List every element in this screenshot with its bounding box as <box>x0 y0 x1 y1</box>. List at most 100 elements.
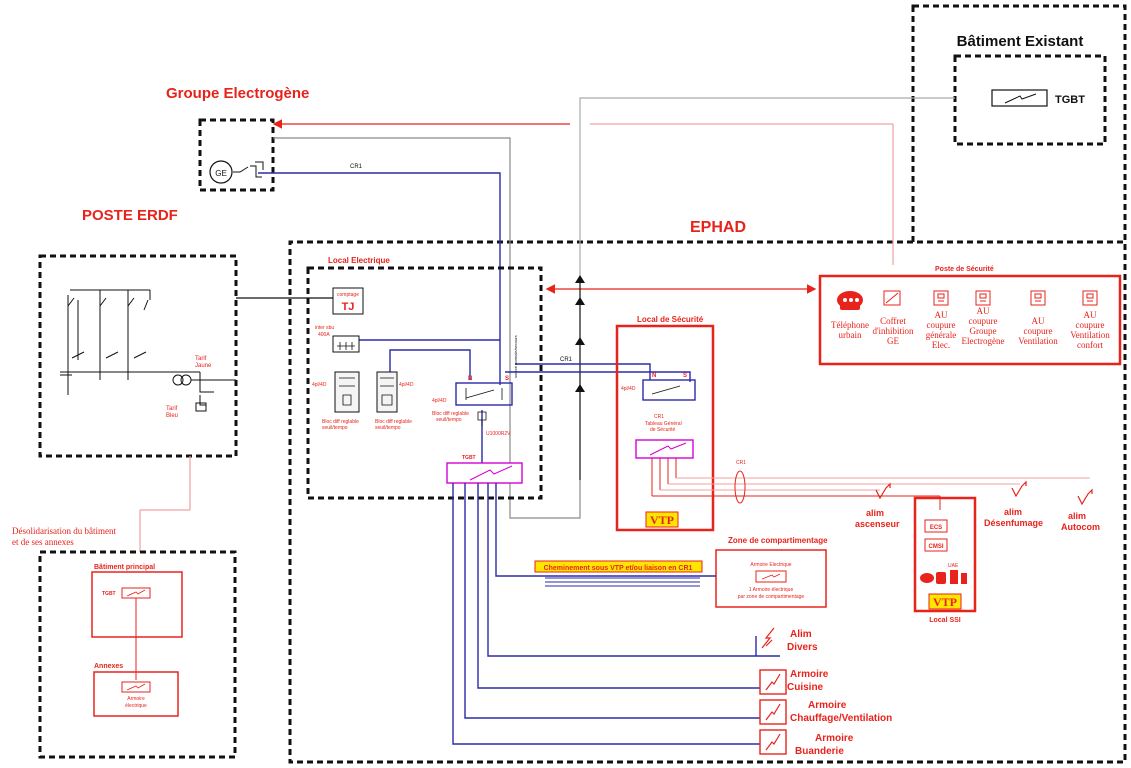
desenfumage-label-1: alim <box>1004 507 1022 517</box>
poste-item-5-l3: Ventilation <box>1070 330 1110 340</box>
erdf-box <box>38 254 238 458</box>
generator-ge-label: GE <box>215 169 227 178</box>
ecs-label: ECS <box>930 525 942 531</box>
poste-item-5-l1: AU <box>1084 310 1097 320</box>
desolidarisation-label-1: Désolidarisation du bâtiment <box>12 526 116 536</box>
gray-link-existing <box>579 97 955 278</box>
local-electrique-box <box>306 266 543 500</box>
bloc-3-label-a: Bloc diff reglable <box>432 411 469 417</box>
poste-item-0-l1: Téléphone <box>831 320 869 330</box>
cuisine-label-2: Cuisine <box>787 682 824 693</box>
poste-item-3-l3: Groupe <box>970 326 997 336</box>
existing-tgbt-label: TGBT <box>1055 94 1085 106</box>
desenfumage-switch-icon <box>1011 480 1027 498</box>
bloc-1-label-b: seuil/tempo <box>322 425 348 431</box>
coffret-icon <box>883 290 901 306</box>
cheminement-lines <box>545 577 700 587</box>
poste-item-4-l3: Ventilation <box>1018 336 1058 346</box>
existing-tgbt-switch-icon <box>1004 93 1037 104</box>
tj-label: TJ <box>342 301 355 313</box>
bloc-diff-2-icon <box>380 377 394 406</box>
arrow-up-icon-4 <box>575 384 585 392</box>
bp-tgbt-switch-icon <box>126 589 146 597</box>
zone-armoire-switch-icon <box>761 573 781 580</box>
existing-zone-border <box>911 4 1127 244</box>
ascenseur-label-1: alim <box>866 508 884 518</box>
poste-item-4-l2: coupure <box>1024 326 1053 336</box>
local-ssi-box <box>913 496 977 613</box>
tgbt-switch-icon <box>469 465 513 481</box>
autocom-switch-icon <box>1077 488 1093 506</box>
local-ssi-title: Local SSI <box>929 617 961 624</box>
buanderie-cabinet <box>759 729 787 755</box>
inter-label-2: 400A <box>318 332 330 338</box>
erdf-switchgear-icon <box>60 289 236 412</box>
tgbt-title-label: TGBT <box>462 455 476 461</box>
poste-item-1-l1: Coffret <box>880 316 906 326</box>
blue-cr1-to-security <box>515 363 651 380</box>
local-securite-box <box>615 324 715 532</box>
ascenseur-label-2: ascenseur <box>855 519 900 529</box>
buanderie-label-2: Buanderie <box>795 746 844 757</box>
existing-tgbt-box <box>991 89 1048 107</box>
poste-item-3-l2: coupure <box>969 316 998 326</box>
arrow-up-icon-3 <box>575 337 585 345</box>
pole-left-label: 4pl/4D <box>312 382 327 388</box>
tgbt-feeders <box>452 483 760 745</box>
erdf-title: POSTE ERDF <box>82 207 178 224</box>
zone-armoire-label: Armoire Electrique <box>750 562 791 568</box>
poste-item-5-l4: confort <box>1077 340 1103 350</box>
batiment-principal-zone <box>38 550 237 759</box>
uae-label: UAE <box>948 563 959 569</box>
vertical-note-label: source normale/secours <box>513 335 518 378</box>
securite-s-label: S <box>683 373 687 379</box>
generator-title: Groupe Electrogène <box>166 85 309 102</box>
local-electrique-title: Local Electrique <box>328 256 390 265</box>
buanderie-switch-icon <box>765 733 781 751</box>
securite-cr1-label: CR1 <box>654 414 664 420</box>
chauffage-label-1: Armoire <box>808 700 847 711</box>
au-button-icons <box>933 290 1098 306</box>
tarif-bleu-label-1: Tarif <box>166 406 178 412</box>
breaker-small-icon <box>477 411 487 426</box>
batiment-principal-title: Bâtiment principal <box>94 564 155 571</box>
local-cr1-label: CR1 <box>560 357 573 363</box>
ssi-vtp-badge <box>928 593 962 610</box>
cheminement-badge <box>534 560 703 573</box>
ascenseur-switch-icon <box>875 482 891 500</box>
zone-comp-title: Zone de compartimentage <box>728 536 828 545</box>
generator-circle-icon <box>209 160 233 184</box>
poste-item-3-l4: Electrogène <box>962 336 1005 346</box>
zone-note-1: 1 Armoire électrique <box>749 587 794 593</box>
safety-feeders <box>652 477 1090 497</box>
telephone-icon <box>837 291 863 310</box>
coffret-slash-icon <box>885 292 899 304</box>
bloc-2-label-b: seuil/tempo <box>375 425 401 431</box>
annexes-title: Annexes <box>94 663 123 670</box>
autocom-label-1: alim <box>1068 511 1086 521</box>
u1000-label: U1000R2V <box>486 431 511 437</box>
annexes-switch-icon <box>126 683 146 691</box>
inter-switch-icon <box>337 342 355 350</box>
poste-item-2-l1: AU <box>935 310 948 320</box>
cuisine-label-1: Armoire <box>790 669 829 680</box>
bloc-1-label-a: Bloc diff reglable <box>322 419 359 425</box>
comptage-box <box>332 287 364 315</box>
pole-right-label: 4pl/4D <box>432 398 447 404</box>
poste-item-1-l2: d'inhibition <box>872 326 914 336</box>
generator-box <box>198 118 275 192</box>
cr1-cable-ellipse <box>734 470 746 504</box>
bloc-3-label-b: seuil/tempo <box>436 417 462 423</box>
ephad-title: EPHAD <box>690 219 746 236</box>
zone-comp-box <box>715 549 827 608</box>
comptage-label: comptage <box>337 292 359 298</box>
bloc-diff-1-icon <box>339 377 355 406</box>
tableau-label-1: Tableau Général <box>645 421 682 427</box>
poste-item-0-l2: urbain <box>839 330 862 340</box>
poste-item-4-l1: AU <box>1032 316 1045 326</box>
poste-item-2-l3: générale <box>926 330 956 340</box>
blue-bus-mid <box>389 349 471 380</box>
inverter-switch-icon <box>465 388 503 400</box>
inter-label-1: inter sbu <box>315 325 334 331</box>
tarif-jaune-label-1: Tarif <box>195 356 207 362</box>
